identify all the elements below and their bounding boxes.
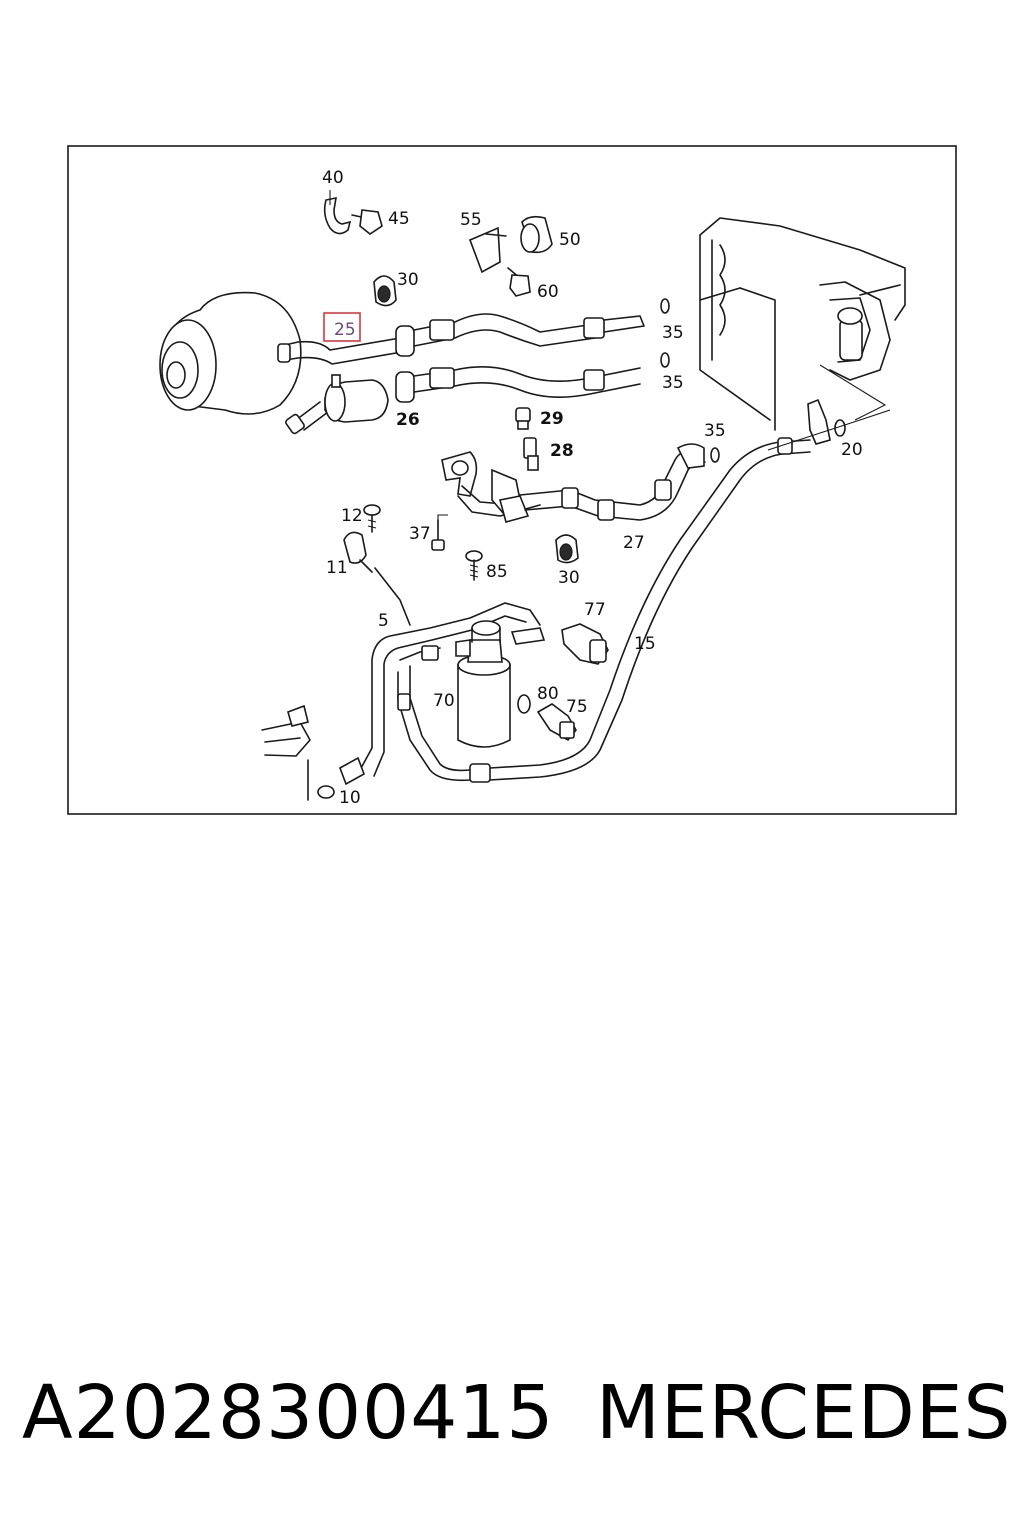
valve-28 (523, 437, 539, 471)
callout-50: 50 (559, 230, 581, 250)
line-15 (489, 398, 846, 781)
callout-11: 11 (326, 558, 348, 578)
callout-12: 12 (341, 506, 363, 526)
clip-11 (343, 531, 411, 626)
callout-27: 27 (623, 533, 645, 553)
callout-35-middle: 35 (662, 373, 684, 393)
bolt-45 (351, 209, 383, 235)
screw-85 (465, 550, 483, 581)
line-5 (317, 602, 546, 799)
seal-80 (517, 694, 531, 714)
callout-10: 10 (339, 788, 361, 808)
grommet-30b (555, 534, 579, 564)
o-ring-35c (710, 447, 720, 463)
grommet-30a (373, 275, 397, 307)
compressor (159, 291, 302, 415)
screw-12 (363, 504, 381, 533)
callout-85: 85 (486, 562, 508, 582)
bolt-60 (507, 267, 531, 297)
switch-77 (561, 623, 609, 665)
valve-29 (515, 407, 531, 430)
bushing-50 (520, 215, 553, 254)
o-ring-35a (660, 298, 670, 314)
callout-55: 55 (460, 210, 482, 230)
o-ring-35b (660, 352, 670, 368)
callout-20: 20 (841, 440, 863, 460)
callout-30-bottom: 30 (558, 568, 580, 588)
part-number: A2028300415 (22, 1370, 555, 1456)
clip-40 (323, 196, 352, 235)
callout-70: 70 (433, 691, 455, 711)
callout-60: 60 (537, 282, 559, 302)
brand-name: MERCEDES (596, 1370, 1012, 1456)
callout-75: 75 (566, 697, 588, 717)
hose-27 (441, 443, 706, 523)
callout-80: 80 (537, 684, 559, 704)
callout-29: 29 (540, 409, 564, 429)
evaporator-housing (699, 217, 906, 431)
callout-15: 15 (634, 634, 656, 654)
callout-28: 28 (550, 441, 574, 461)
highlight-box-25 (323, 312, 361, 342)
hose-25 (277, 313, 645, 365)
bracket-55 (468, 226, 507, 274)
callout-40: 40 (322, 168, 344, 188)
bracket-left (261, 704, 311, 801)
footer: A2028300415 MERCEDES (0, 1370, 1024, 1480)
callout-30-top: 30 (397, 270, 419, 290)
callout-35-upper: 35 (662, 323, 684, 343)
callout-77: 77 (584, 600, 606, 620)
callout-5: 5 (378, 611, 389, 631)
callout-37: 37 (409, 524, 431, 544)
callout-45: 45 (388, 209, 410, 229)
switch-75 (536, 703, 577, 742)
callout-25[interactable]: 25 (334, 320, 356, 340)
callout-35-lower: 35 (704, 421, 726, 441)
receiver-drier-70 (455, 620, 511, 748)
hose-26 (285, 366, 641, 435)
callout-26: 26 (396, 410, 420, 430)
